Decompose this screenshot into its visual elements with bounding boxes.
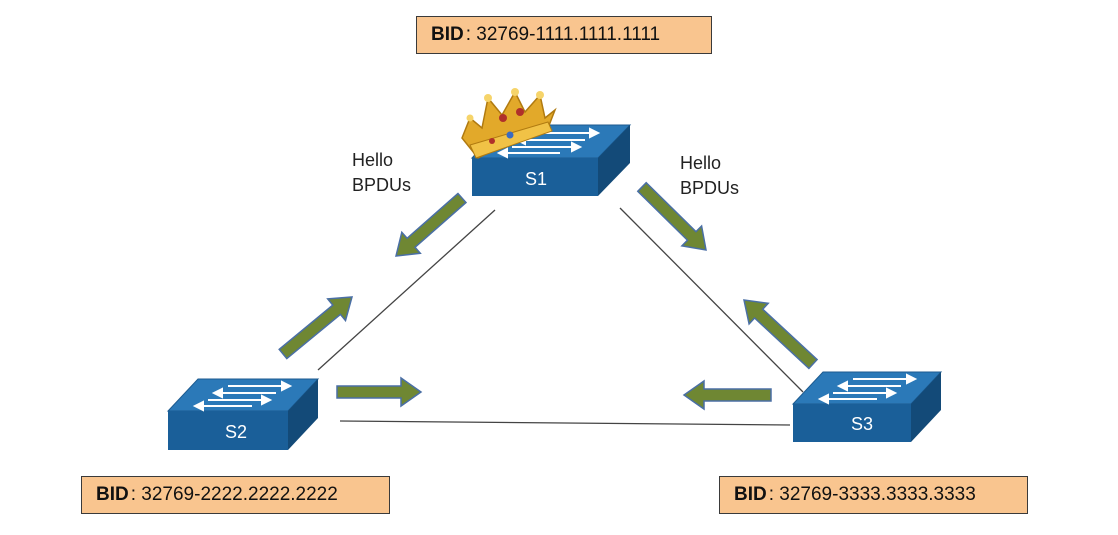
hello-bpdus-label-right: Hello BPDUs (680, 151, 739, 201)
hello-line: Hello (680, 153, 722, 173)
bpdu-arrow-s3-left (682, 379, 772, 411)
bpdus-line: BPDUs (680, 178, 740, 198)
bpdu-arrow-s1-to-s2 (395, 192, 468, 257)
bid-label: BID (96, 484, 129, 505)
bid-value: : 32769-3333.3333.3333 (768, 484, 976, 505)
switch-s2[interactable]: S2 (166, 378, 320, 450)
bid-box-s2: BID: 32769-2222.2222.2222 (81, 476, 390, 514)
link-s1-s2 (317, 209, 496, 371)
bpdu-arrow-s3-up (743, 299, 819, 370)
bid-box-s3: BID: 32769-3333.3333.3333 (719, 476, 1028, 514)
switch-s1-label: S1 (525, 169, 547, 189)
switch-s2-label: S2 (225, 422, 247, 442)
bid-value: : 32769-1111.1111.1111 (465, 24, 661, 45)
bid-value: : 32769-2222.2222.2222 (130, 484, 338, 505)
bid-box-s1: BID: 32769-1111.1111.1111 (416, 16, 712, 54)
bpdu-arrow-s2-right (336, 376, 423, 408)
bpdus-line: BPDUs (352, 175, 412, 195)
crown-icon (461, 88, 557, 159)
bid-label: BID (431, 24, 464, 45)
bpdu-arrow-s1-to-s3 (636, 181, 707, 251)
link-s1-s3 (619, 207, 804, 393)
link-s2-s3 (339, 420, 791, 426)
hello-bpdus-label-left: Hello BPDUs (352, 148, 411, 198)
switch-s3-label: S3 (851, 414, 873, 434)
bid-label: BID (734, 484, 767, 505)
bpdu-arrow-s2-up (278, 296, 354, 360)
switch-arrows-icon (817, 373, 918, 405)
switch-arrows-icon (192, 380, 293, 412)
switch-s3[interactable]: S3 (791, 371, 943, 442)
hello-line: Hello (352, 150, 394, 170)
